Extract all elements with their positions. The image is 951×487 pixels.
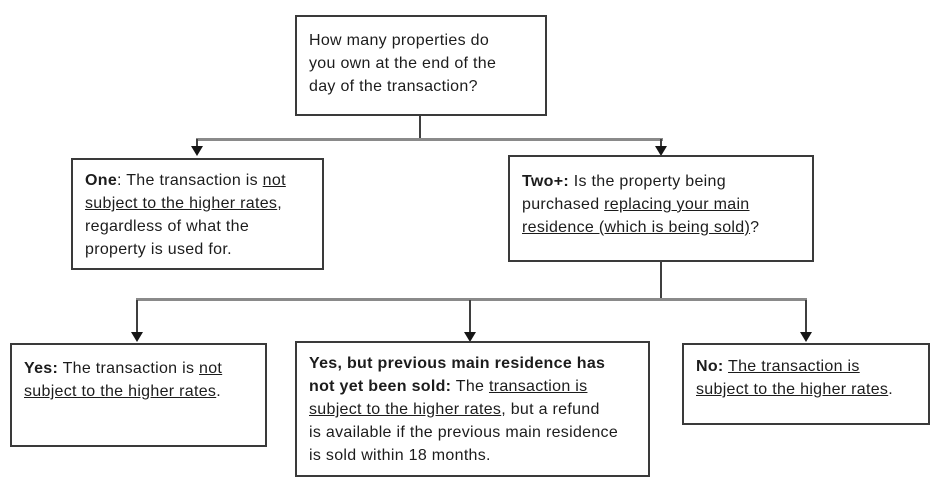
text-segment: , but a refund is available if the previ… [309,401,619,464]
text-segment: not subject to the higher rates [24,360,223,400]
text-segment: , regardless of what the property is use… [85,195,282,258]
node-text: Yes, but previous main residence has not… [309,352,636,467]
arrow-head-icon [800,332,812,342]
arrow-stem [136,300,138,333]
text-segment: . [216,383,221,400]
node-outcome-yes: Yes: The transaction is not subject to t… [10,343,267,447]
text-segment: Two+: [522,173,569,190]
node-text: One: The transaction is not subject to t… [85,169,310,261]
text-segment: Yes: [24,360,59,377]
node-two-plus-properties: Two+: Is the property being purchased re… [508,155,814,262]
arrow-stem [196,139,198,147]
text-segment: Yes, but previous main residence has not… [309,355,606,395]
arrow-head-icon [131,332,143,342]
connector-level1-horizontal [196,138,663,141]
arrow-head-icon [464,332,476,342]
node-text: No: The transaction is subject to the hi… [696,355,916,401]
text-segment: replacing your main residence (which is … [522,196,751,236]
arrow-stem [660,139,662,147]
text-segment: not subject to the higher rates [85,172,286,212]
arrow-head-icon [655,146,667,156]
arrow-stem [805,300,807,333]
connector-root-stem [419,116,421,140]
connector-level2-horizontal [136,298,807,301]
text-segment: The transaction is [58,360,200,377]
text-segment: No: [696,358,724,375]
text-segment: The [451,378,489,395]
text-segment: : The transaction is [117,172,263,189]
arrow-head-icon [191,146,203,156]
node-outcome-yes-but-not-sold: Yes, but previous main residence has not… [295,341,650,477]
node-text: How many properties do you own at the en… [309,29,533,98]
text-segment: How many properties do you own at the en… [309,32,497,95]
node-question: How many properties do you own at the en… [295,15,547,116]
node-outcome-no: No: The transaction is subject to the hi… [682,343,930,425]
arrow-stem [469,300,471,333]
node-one-property: One: The transaction is not subject to t… [71,158,324,270]
text-segment: One [85,172,118,189]
node-text: Two+: Is the property being purchased re… [522,170,800,239]
text-segment: . [888,381,893,398]
node-text: Yes: The transaction is not subject to t… [24,357,253,403]
text-segment: ? [750,219,760,236]
text-segment: The transaction is subject to the higher… [696,358,889,398]
connector-two-plus-stem [660,260,662,301]
text-segment: Is the property being purchased [522,173,726,213]
text-segment: transaction is subject to the higher rat… [309,378,588,418]
